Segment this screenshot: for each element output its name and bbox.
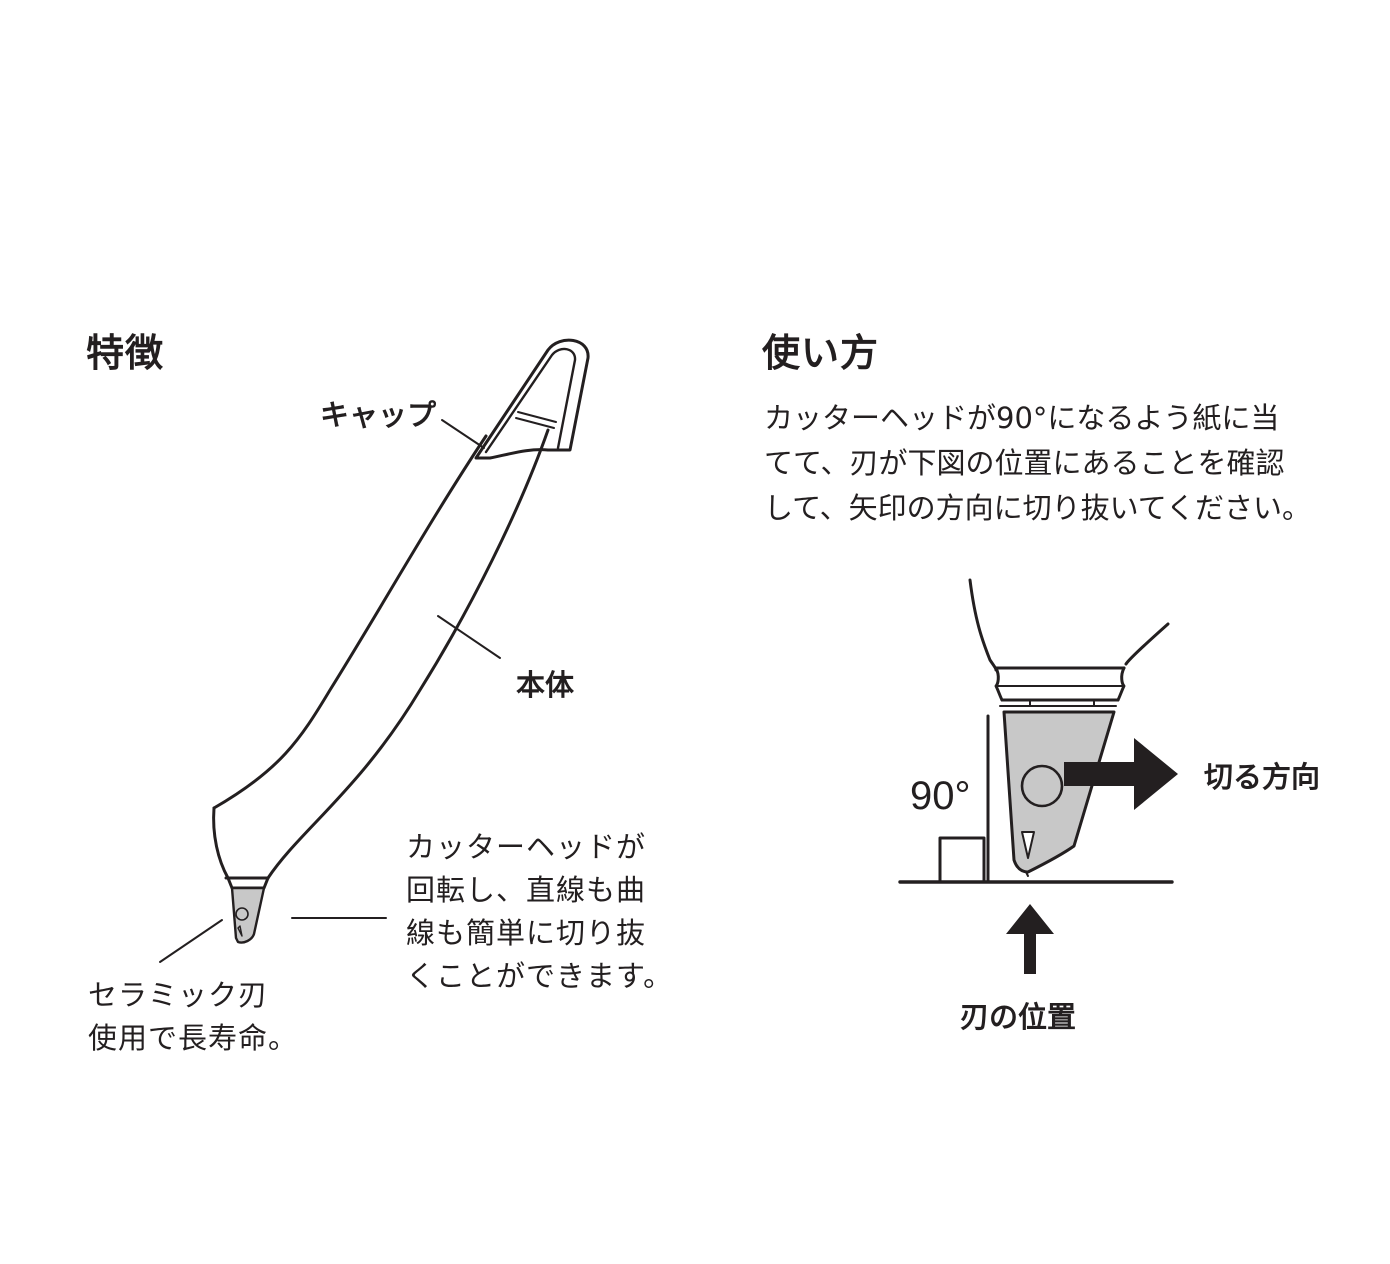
instruction-line: カッターヘッドが90°になるよう紙に当 [764,401,1280,435]
ceramic-note-line: セラミック刃 [88,978,269,1012]
cutter-head-note: カッターヘッドが 回転し、直線も曲 線も簡単に切り抜 くことができます。 [406,826,673,998]
ceramic-blade-note: セラミック刃 使用で長寿命。 [88,974,298,1060]
body-label: 本体 [516,668,575,702]
features-heading: 特徴 [86,331,165,375]
cap-label: キャップ [320,398,437,432]
cut-direction-arrow-icon [1064,738,1178,810]
usage-heading: 使い方 [762,331,880,375]
cutter-head-note-line: 回転し、直線も曲 [406,873,647,907]
pen-cap-outline [441,338,590,460]
body-leader-line [437,615,501,659]
blade-head-closeup [1002,710,1116,877]
ceramic-note-line: 使用で長寿命。 [88,1021,299,1055]
cut-direction-label: 切る方向 [1204,760,1321,794]
cutter-head-note-line: 線も簡単に切り抜 [406,916,647,950]
instruction-line: して、矢印の方向に切り抜いてください。 [764,491,1311,525]
cutter-head-note-line: カッターヘッドが [406,830,647,864]
pen-closeup [968,578,1170,707]
cutter-head-note-line: くことができます。 [406,959,674,993]
cutter-head-small [230,886,266,944]
right-angle-guide [938,714,990,884]
blade-position-label: 刃の位置 [960,1000,1077,1034]
ceramic-leader-line [159,919,223,963]
usage-instructions: カッターヘッドが90°になるよう紙に当 てて、刃が下図の位置にあることを確認 し… [764,396,1311,531]
pen-body-outline [212,428,550,890]
angle-label: 90° [910,774,971,818]
blade-position-arrow-icon [1006,904,1054,974]
instruction-line: てて、刃が下図の位置にあることを確認 [764,446,1285,480]
